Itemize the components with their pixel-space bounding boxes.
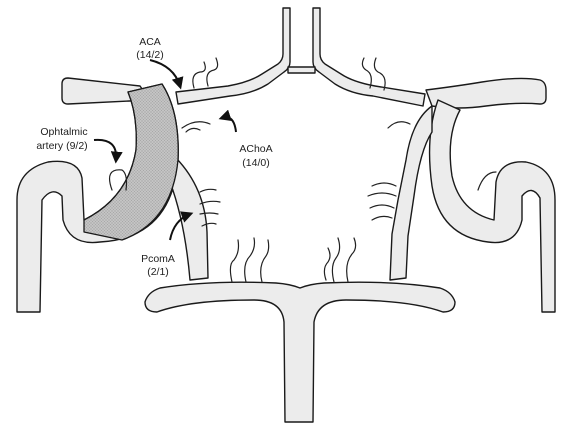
right-internal-carotid <box>430 100 555 312</box>
left-carotid-highlighted-segment <box>84 84 178 240</box>
right-posterior-cerebral <box>390 106 432 280</box>
achoa-label: AChoA <box>239 143 272 155</box>
pcoma-counts: (2/1) <box>147 266 169 278</box>
achoa-branch <box>182 122 210 128</box>
aca-arrow <box>150 60 180 86</box>
aca-label: ACA <box>139 36 161 48</box>
pcoma-label: PcomA <box>141 253 175 265</box>
aca-counts: (14/2) <box>136 49 163 61</box>
ophthalmic-label: Ophtalmic <box>40 126 87 138</box>
ophthalmic-counts: artery (9/2) <box>36 140 87 152</box>
posterior-cerebral-and-basilar <box>145 282 455 422</box>
anterior-communicating-artery <box>288 67 315 73</box>
ophthalmic-arrow <box>94 140 116 160</box>
achoa-counts: (14/0) <box>242 157 269 169</box>
anterior-cerebral-arteries <box>176 8 425 106</box>
achoa-arrow <box>222 117 236 132</box>
